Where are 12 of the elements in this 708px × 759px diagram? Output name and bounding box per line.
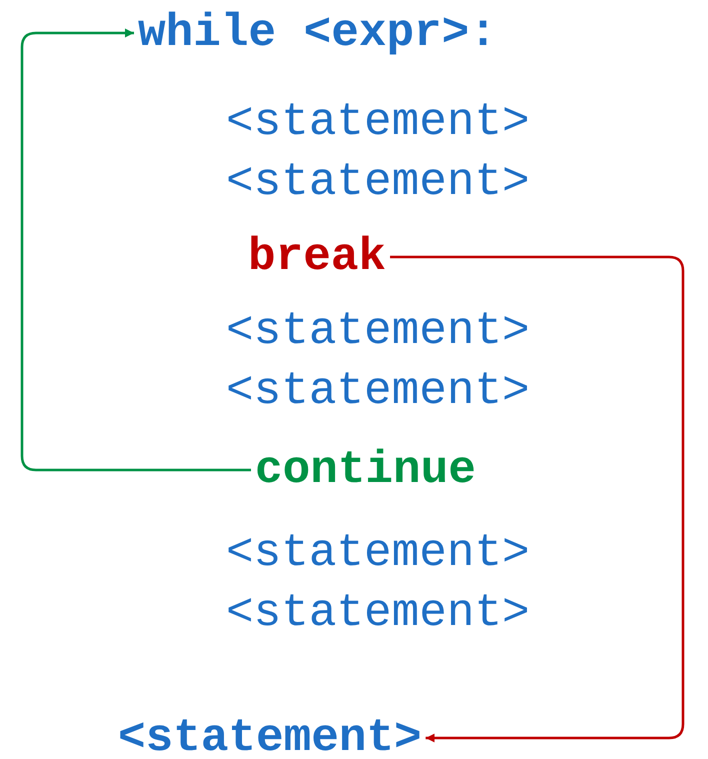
statement-text: <statement> [225, 306, 531, 356]
keyword: break [244, 232, 390, 282]
keyword: continue [251, 445, 480, 495]
arrow [20, 28, 251, 472]
statement-text: <statement> [225, 97, 531, 147]
loop-header: while <expr>: [134, 8, 501, 58]
statement-text: <statement> [225, 157, 531, 207]
statement-text: <statement> [114, 713, 426, 759]
arrow [390, 256, 684, 742]
statement-text: <statement> [225, 588, 531, 638]
statement-text: <statement> [225, 366, 531, 416]
statement-text: <statement> [225, 528, 531, 578]
